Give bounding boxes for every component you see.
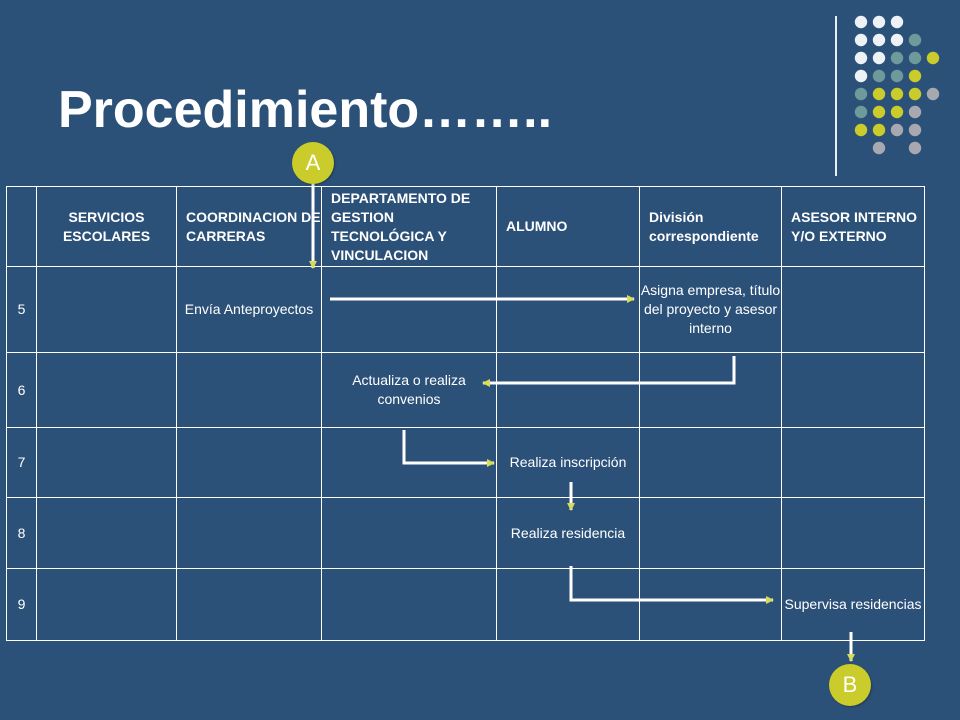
header-servicios-escolares: SERVICIOS ESCOLARES [36,186,177,267]
decorative-dot [890,123,904,137]
decorative-dot [908,69,922,83]
decorative-dot [908,123,922,137]
dot-grid-decoration [854,15,940,155]
decorative-dot [872,15,886,29]
decorative-dot [908,87,922,101]
page-title: Procedimiento…….. [58,81,553,139]
table-row: 9 Supervisa residencias [6,568,925,641]
table-cell: Realiza inscripción [496,427,640,498]
decorative-dot [890,87,904,101]
decorative-dot [872,33,886,47]
decorative-dot [872,87,886,101]
decorative-dot [872,69,886,83]
header-row: SERVICIOS ESCOLARES COORDINACION DE CARR… [6,186,925,267]
decorative-dot [908,33,922,47]
decorative-dot [890,51,904,65]
table-cell [781,266,925,353]
table-cell [36,352,177,428]
table-cell: Envía Anteproyectos [176,266,322,353]
table-cell [36,266,177,353]
table-cell [496,352,640,428]
decorative-dot [854,105,868,119]
table-cell [496,568,640,641]
decorative-dot [890,15,904,29]
decorative-dot [890,105,904,119]
table-cell [496,266,640,353]
table-cell [176,427,322,498]
table-row: 8 Realiza residencia [6,497,925,569]
table-cell [639,497,782,569]
header-alumno: ALUMNO [496,186,640,267]
table-row: 5 Envía Anteproyectos Asigna empresa, tí… [6,266,925,353]
table-cell [781,427,925,498]
step-number: 8 [6,497,37,569]
connector-b: B [829,664,871,706]
table-cell: Supervisa residencias [781,568,925,641]
table-cell [321,497,497,569]
table-cell [176,352,322,428]
decorative-dot [854,51,868,65]
step-number: 6 [6,352,37,428]
table-cell [781,497,925,569]
corner-cell [6,186,37,267]
decorative-dot [872,123,886,137]
table-cell [781,352,925,428]
decorative-dot [872,141,886,155]
header-coordinacion: COORDINACION DE CARRERAS [176,186,322,267]
step-number: 9 [6,568,37,641]
header-division: División correspondiente [639,186,782,267]
decorative-dot [854,15,868,29]
decorative-dot [926,51,940,65]
decorative-dot [854,123,868,137]
table-cell [36,497,177,569]
table-cell [36,568,177,641]
header-asesor: ASESOR INTERNO Y/O EXTERNO [781,186,925,267]
decorative-dot [854,69,868,83]
step-number: 5 [6,266,37,353]
decorative-dot [890,69,904,83]
table-cell: Actualiza o realiza convenios [321,352,497,428]
header-gestion-tecnologica: DEPARTAMENTO DE GESTION TECNOLÓGICA Y VI… [321,186,497,267]
table-row: 7 Realiza inscripción [6,427,925,498]
table-cell [639,352,782,428]
table-cell [639,427,782,498]
table-cell [639,568,782,641]
table-cell [321,568,497,641]
table-cell [176,497,322,569]
table-cell [321,266,497,353]
step-number: 7 [6,427,37,498]
decorative-dot [854,33,868,47]
procedure-table: SERVICIOS ESCOLARES COORDINACION DE CARR… [6,186,925,641]
decorative-dot [854,87,868,101]
table-cell [321,427,497,498]
decorative-dot [908,141,922,155]
table-cell: Asigna empresa, título del proyecto y as… [639,266,782,353]
connector-a: A [292,142,334,184]
decorative-dot [872,105,886,119]
table-cell [176,568,322,641]
decorative-dot [908,105,922,119]
divider-line [835,16,837,176]
decorative-dot [908,51,922,65]
table-cell: Realiza residencia [496,497,640,569]
decorative-dot [926,87,940,101]
decorative-dot [890,33,904,47]
decorative-dot [872,51,886,65]
table-row: 6 Actualiza o realiza convenios [6,352,925,428]
table-cell [36,427,177,498]
